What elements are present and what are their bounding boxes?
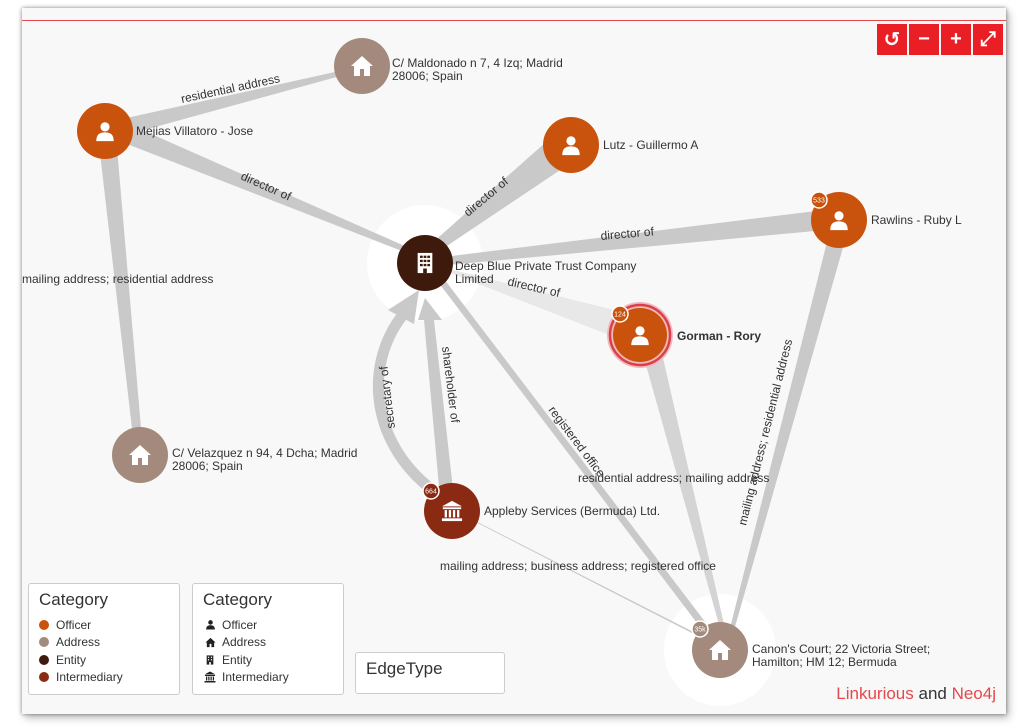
secretary-arrowhead <box>388 290 419 324</box>
svg-text:C/ Velazquez n 94, 4 Dcha; Mad: C/ Velazquez n 94, 4 Dcha; Madrid28006; … <box>172 446 357 473</box>
network-graph[interactable]: residential address director of mailing … <box>22 8 1006 714</box>
person-icon <box>203 619 217 630</box>
count-badge <box>611 305 629 323</box>
node-label: Appleby Services (Bermuda) Ltd. <box>484 504 660 518</box>
node-label: Deep Blue Private Trust Company <box>455 259 636 273</box>
node-lutz[interactable]: Lutz - Guillermo A <box>543 117 698 173</box>
legend-label: Officer <box>222 617 258 632</box>
node-rawlins[interactable]: 533 Rawlins - Ruby L <box>810 191 962 248</box>
legend-item-intermediary: Intermediary <box>39 669 169 687</box>
legend-label: Entity <box>56 652 87 667</box>
edge-label-mailing-residential: mailing address; residential address <box>22 272 213 286</box>
officer-color-swatch <box>39 619 49 630</box>
legend-label: Address <box>56 635 101 650</box>
node-mejias[interactable]: Mejias Villatoro - Jose <box>77 103 253 159</box>
legend-title: Category <box>203 590 272 609</box>
node-label: Hamilton; HM 12; Bermuda <box>752 655 897 669</box>
badge-count: 124 <box>614 312 626 319</box>
brand-and: and <box>913 684 952 703</box>
legend-item-address: Address <box>39 634 169 652</box>
legend-label: Address <box>222 635 267 650</box>
node-label: Gorman - Rory <box>677 329 761 343</box>
node-appleby[interactable]: 664 Appleby Services (Bermuda) Ltd. <box>422 482 660 539</box>
shareholder-arrowhead <box>418 298 442 320</box>
edge-label-registered-office: registered office <box>546 403 609 480</box>
badge-count: 35k <box>694 627 706 634</box>
legend-item-entity: Entity <box>39 651 169 669</box>
intermediary-color-swatch <box>39 672 49 683</box>
edge-gorman-address[interactable] <box>644 358 729 646</box>
count-badge <box>691 620 709 638</box>
node-label: Limited <box>455 272 494 286</box>
node-label: Canon's Court; 22 Victoria Street; <box>752 642 930 656</box>
edge-residential-address[interactable] <box>104 66 362 141</box>
edge-secretary[interactable] <box>372 312 442 499</box>
node-label: Lutz - Guillermo A <box>603 138 698 152</box>
edge-rawlins-address[interactable] <box>725 230 848 648</box>
edge-appleby-address[interactable] <box>440 503 725 650</box>
node-label: Rawlins - Ruby L <box>871 213 962 227</box>
edge-rawlins-director[interactable] <box>427 210 826 267</box>
edgetype-title: EdgeType <box>366 659 443 678</box>
node-label: C/ Velazquez n 94, 4 Dcha; Madrid <box>172 446 357 460</box>
legend-label: Entity <box>222 652 253 667</box>
fullscreen-button[interactable]: ⤢ <box>973 24 1003 55</box>
building-icon <box>203 654 217 666</box>
node-label: 28006; Spain <box>172 459 243 473</box>
edge-gorman-director[interactable] <box>425 263 622 340</box>
home-icon <box>203 637 217 648</box>
edge-mejias-director[interactable] <box>122 121 425 260</box>
edge-label-gorman-address: residential address; mailing address <box>578 471 769 485</box>
graph-controls: ↺ − + ⤢ <box>877 24 1003 55</box>
legend-label: Officer <box>56 617 92 632</box>
node-label: Mejias Villatoro - Jose <box>136 124 253 138</box>
svg-text:Canon's Court; 22 Victoria Str: Canon's Court; 22 Victoria Street;Hamilt… <box>752 642 930 669</box>
edge-label-appleby-address: mailing address; business address; regis… <box>440 559 716 573</box>
graph-canvas[interactable]: residential address director of mailing … <box>22 8 1006 714</box>
node-canons-court[interactable]: 35k Canon's Court; 22 Victoria Street;Ha… <box>691 620 930 678</box>
edge-registered-office[interactable] <box>429 270 725 648</box>
bank-icon <box>203 671 217 683</box>
edgetype-legend: EdgeType <box>355 652 505 694</box>
brand-linkurious: Linkurious <box>836 684 914 703</box>
badge-count: 533 <box>813 198 825 205</box>
edge-mailing-residential[interactable] <box>98 136 144 463</box>
node-gorman[interactable]: 124 Gorman - Rory <box>607 302 761 368</box>
building-icon <box>417 252 433 274</box>
edge-label-rawlins-director: director of <box>600 224 655 243</box>
node-label: C/ Maldonado n 7, 4 Izq; Madrid <box>392 56 563 70</box>
brand-credit: Linkurious and Neo4j <box>836 684 996 704</box>
category-icon-legend: Category Officer Address Entity Intermed… <box>192 583 344 695</box>
entity-color-swatch <box>39 654 49 665</box>
legend-item-address: Address <box>203 634 333 652</box>
node-label: 28006; Spain <box>392 69 463 83</box>
legend-item-officer: Officer <box>39 616 169 634</box>
legend-item-entity: Entity <box>203 651 333 669</box>
count-badge <box>422 482 440 500</box>
reset-button[interactable]: ↺ <box>877 24 907 55</box>
legend-item-intermediary: Intermediary <box>203 669 333 687</box>
legend-label: Intermediary <box>56 670 123 685</box>
top-divider <box>22 20 1006 21</box>
legend-title: Category <box>39 590 108 609</box>
badge-count: 664 <box>425 489 437 496</box>
address-color-swatch <box>39 637 49 648</box>
legend-item-officer: Officer <box>203 616 333 634</box>
zoom-in-button[interactable]: + <box>941 24 971 55</box>
category-color-legend: Category Officer Address Entity Intermed… <box>28 583 180 695</box>
edge-lutz-director[interactable] <box>422 134 578 258</box>
count-badge <box>810 191 828 209</box>
zoom-out-button[interactable]: − <box>909 24 939 55</box>
brand-neo4j: Neo4j <box>951 684 996 703</box>
legend-label: Intermediary <box>222 670 289 685</box>
edge-shareholder[interactable] <box>424 320 454 498</box>
